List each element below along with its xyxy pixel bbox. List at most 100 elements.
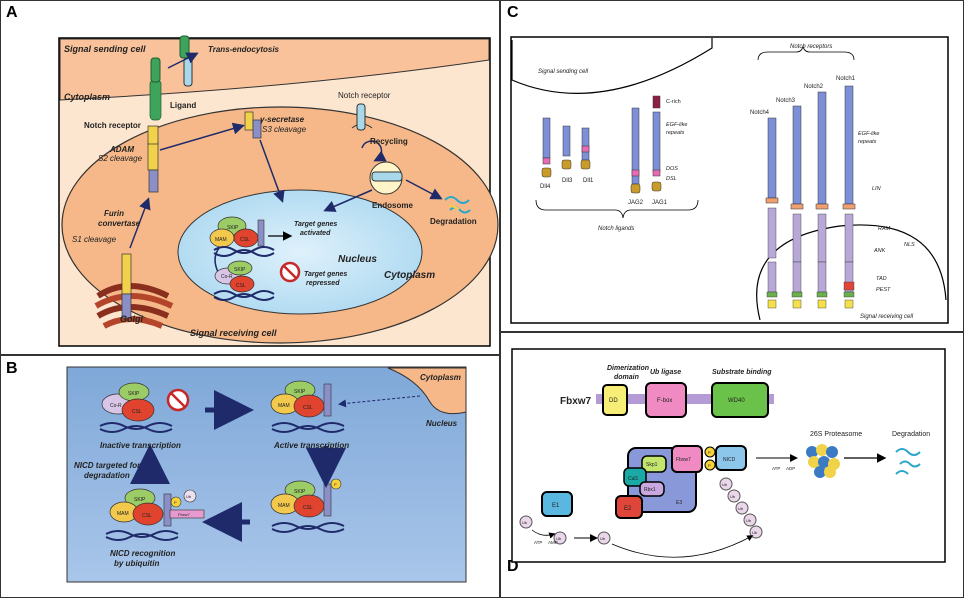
trans-endocytosis-shape: [179, 35, 193, 87]
c-c-rich: C-rich: [666, 99, 681, 105]
c-dll4: Dll4: [540, 184, 551, 190]
c-notch4: [765, 117, 779, 309]
d-atp-2: ATP: [772, 466, 780, 471]
c-ligand-dll3: [561, 125, 572, 170]
c-ligand-dll4: [541, 117, 552, 178]
c-ligand-jag1: [651, 95, 662, 192]
d-ub-e2: [597, 531, 611, 545]
c-ram: RAM: [878, 226, 891, 232]
d-rbx1-label: Rbx1: [644, 487, 656, 493]
d-e2-label: E2: [624, 506, 632, 512]
d-degradation: Degradation: [892, 431, 930, 438]
a-skip-2: SKIP: [234, 267, 246, 273]
a-s2: S2 cleavage: [98, 154, 143, 163]
d-skp1-label: Skp1: [646, 462, 658, 468]
a-cytoplasm-bottom: Cytoplasm: [384, 270, 435, 281]
b-nicd-targeted-1: NICD targeted for: [74, 461, 141, 470]
panel-c-box: [510, 36, 949, 324]
d-nicd: [715, 445, 747, 471]
b-p-3: P: [334, 482, 337, 487]
a-target-activated-1: Target genes: [294, 221, 337, 228]
a-trans-endocytosis: Trans-endocytosis: [208, 45, 280, 54]
c-egf-1: EGF-like: [666, 122, 687, 128]
b-nicd-recognition-2: by ubiquitin: [114, 559, 159, 568]
a-mam: MAM: [215, 237, 227, 243]
d-fbxw7-in-complex: [671, 445, 703, 473]
d-skp1: [641, 455, 667, 473]
d-fbox-box: [645, 382, 687, 418]
c-notch-ligands: Notch ligands: [598, 226, 634, 232]
b-csl-2: CSL: [303, 405, 313, 411]
d-e1-label: E1: [552, 503, 560, 509]
notch-receptor-middle: [244, 111, 262, 139]
b-active: Active transcription: [273, 441, 349, 450]
b-mam-2: MAM: [278, 403, 290, 409]
a-ligand: Ligand: [170, 101, 196, 110]
d-p-label-1: P: [708, 450, 711, 455]
d-wd40-label: WD40: [728, 398, 745, 404]
c-egf-r1: EGF-like: [858, 131, 879, 137]
c-dos: DOS: [666, 166, 678, 172]
b-csl-1: CSL: [132, 409, 142, 415]
notch-receptor-right: [351, 103, 373, 131]
c-ligand-dll1: [580, 127, 591, 170]
panel-d: Dimerization domain Ub ligase Substrate …: [511, 348, 946, 563]
a-notch-receptor-left: Notch receptor: [84, 121, 141, 130]
b-active-complex: [270, 380, 345, 433]
b-skip-4: SKIP: [134, 497, 146, 503]
panel-a: Signal sending cell Cytoplasm Trans-endo…: [58, 35, 499, 347]
degraded-fragments: [444, 196, 471, 214]
vertical-divider: [499, 0, 501, 598]
c-jag2: JAG2: [628, 200, 644, 206]
b-ub-complex-left: [105, 488, 205, 541]
divider-c-d: [500, 331, 964, 333]
b-inactive: Inactive transcription: [100, 441, 181, 450]
d-substrate-binding: Substrate binding: [712, 369, 772, 376]
divider-a-b: [0, 354, 500, 356]
a-s3: S3 cleavage: [262, 125, 307, 134]
c-ligand-jag2: [630, 107, 641, 194]
d-cul1: [623, 467, 647, 487]
d-ub-label-6: Ub: [738, 506, 744, 511]
c-dsl: DSL: [666, 176, 677, 182]
d-fbxw7-title: Fbxw7: [560, 396, 592, 407]
b-fbxw7: Fbxw7: [178, 512, 191, 517]
d-adp: ADP: [786, 466, 795, 471]
d-ub-label-4: Ub: [722, 482, 728, 487]
a-endosome: Endosome: [372, 201, 413, 210]
d-ub-label-8: Ub: [752, 530, 758, 535]
a-convertase: convertase: [98, 219, 141, 228]
c-jag1: JAG1: [652, 200, 668, 206]
d-ub-label-7: Ub: [746, 518, 752, 523]
d-p-label-2: P: [708, 463, 711, 468]
c-receptor-brace: [757, 45, 855, 61]
a-target-repressed-2: repressed: [306, 280, 340, 287]
d-ub-label-3: Ub: [600, 536, 606, 541]
a-skip: SKIP: [227, 225, 239, 231]
d-ub-label-5: Ub: [730, 494, 736, 499]
repressed-complex-a: [213, 260, 301, 301]
panel-label-c: C: [507, 4, 519, 21]
a-recycling: Recycling: [370, 137, 408, 146]
d-ub-chain: [719, 477, 763, 539]
a-adam: ADAM: [109, 145, 134, 154]
a-signal-sending: Signal sending cell: [64, 44, 146, 54]
sending-cell-membrane: [59, 38, 490, 101]
c-notch2-label: Notch2: [804, 84, 824, 90]
c-signal-sending: Signal sending cell: [538, 69, 589, 75]
a-cytoplasm-top: Cytoplasm: [64, 92, 110, 102]
c-notch3-label: Notch3: [776, 98, 796, 104]
b-p-4: P: [174, 500, 177, 505]
b-cytoplasm: Cytoplasm: [420, 373, 461, 382]
a-golgi: Golgi: [120, 314, 143, 324]
c-notch1: [842, 85, 856, 309]
a-gamma: γ-secretase: [260, 115, 305, 124]
b-csl-4: CSL: [142, 513, 152, 519]
panel-c: Signal sending cell Notch receptors C-ri…: [510, 36, 949, 324]
panel-label-a: A: [6, 4, 18, 21]
c-ank: ANK: [873, 248, 886, 254]
b-skip-1: SKIP: [128, 391, 140, 397]
a-s1: S1 cleavage: [72, 235, 117, 244]
b-skip-3: SKIP: [294, 489, 306, 495]
d-cul1-label: Cul1: [628, 476, 639, 482]
